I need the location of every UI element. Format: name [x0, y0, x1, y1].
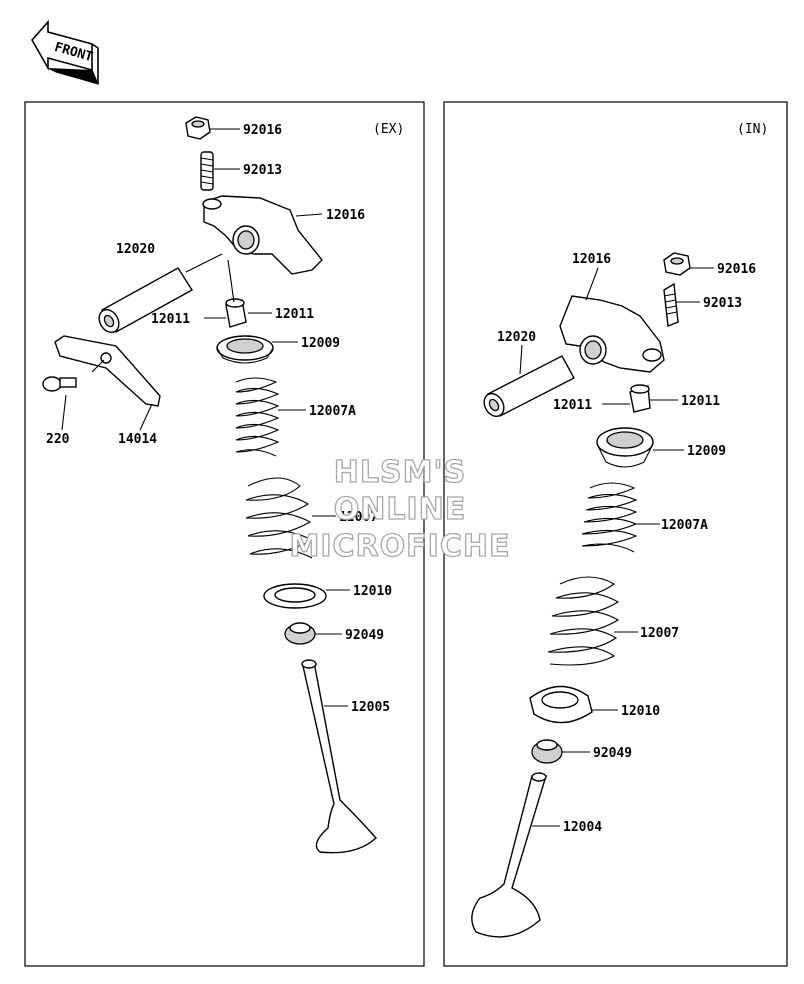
ex-spring-seat-12010 [263, 583, 327, 609]
ex-label-12020: 12020 [116, 242, 155, 257]
ex-label-220: 220 [46, 432, 70, 447]
in-collet-12011 [629, 384, 651, 413]
in-oil-seal-92049 [531, 739, 563, 764]
ex-label-92049: 92049 [345, 628, 384, 643]
ex-label-12011-right: 12011 [275, 307, 314, 322]
ex-label-12007: 12007 [339, 510, 378, 525]
ex-oil-seal-92049 [284, 622, 316, 645]
in-label-12009: 12009 [687, 444, 726, 459]
in-label-12016: 12016 [572, 252, 611, 267]
in-inner-spring-12007A [581, 482, 638, 553]
ex-plate-14014 [54, 335, 161, 407]
in-labels: 92016 12016 92013 12020 12011 12011 1200… [497, 252, 756, 835]
in-label-12007A: 12007A [661, 518, 708, 533]
in-spring-seat-12010 [529, 685, 593, 724]
ex-label-12009: 12009 [301, 336, 340, 351]
in-label-12004: 12004 [563, 820, 602, 835]
in-label-92013: 92013 [703, 296, 742, 311]
ex-label-92013: 92013 [243, 163, 282, 178]
ex-label-12005: 12005 [351, 700, 390, 715]
ex-label-12007A: 12007A [309, 404, 356, 419]
ex-leader-lines [61, 128, 350, 707]
in-rocker-arm-12016 [559, 295, 665, 373]
ex-outer-spring-12007 [245, 477, 314, 559]
ex-screw-92013 [200, 151, 214, 191]
ex-rocker-shaft-12020 [98, 267, 193, 334]
ex-panel-frame [24, 101, 425, 967]
in-valve-12004 [471, 772, 547, 938]
watermark-line-2: ONLINE [334, 492, 467, 527]
ex-label-14014: 14014 [118, 432, 157, 447]
in-rocker-shaft-12020 [483, 355, 575, 418]
ex-panel-tag: (EX) [373, 122, 404, 137]
ex-inner-spring-12007A [235, 377, 280, 457]
in-nut-92016 [663, 252, 691, 276]
ex-nut-92016 [185, 116, 211, 140]
watermark-line-1: HLSM'S [334, 455, 466, 490]
in-label-92016: 92016 [717, 262, 756, 277]
in-outer-spring-12007 [547, 576, 620, 666]
ex-label-12011-left: 12011 [151, 312, 190, 327]
ex-label-12010: 12010 [353, 584, 392, 599]
in-label-92049: 92049 [593, 746, 632, 761]
ex-retainer-12009 [216, 335, 274, 364]
watermark-line-3: MICROFICHE [290, 529, 511, 564]
ex-screw-220 [42, 376, 77, 392]
ex-valve-12005 [301, 659, 377, 854]
in-panel-frame [443, 101, 788, 967]
ex-labels: 92016 92013 12016 12020 12011 12011 1200… [46, 123, 392, 715]
in-screw-92013 [663, 282, 679, 327]
ex-label-92016: 92016 [243, 123, 282, 138]
ex-collet-12011 [225, 298, 247, 328]
in-label-12010: 12010 [621, 704, 660, 719]
in-retainer-12009 [596, 427, 654, 468]
in-label-12020: 12020 [497, 330, 536, 345]
watermark: HLSM'S ONLINE MICROFICHE [289, 454, 511, 564]
in-label-12007: 12007 [640, 626, 679, 641]
in-leader-lines [519, 267, 714, 827]
in-label-12011-right: 12011 [681, 394, 720, 409]
in-label-12011-left: 12011 [553, 398, 592, 413]
front-arrow-icon: FRONT [31, 19, 99, 85]
in-panel-tag: (IN) [737, 122, 768, 137]
ex-rocker-arm-12016 [202, 195, 323, 275]
ex-label-12016: 12016 [326, 208, 365, 223]
